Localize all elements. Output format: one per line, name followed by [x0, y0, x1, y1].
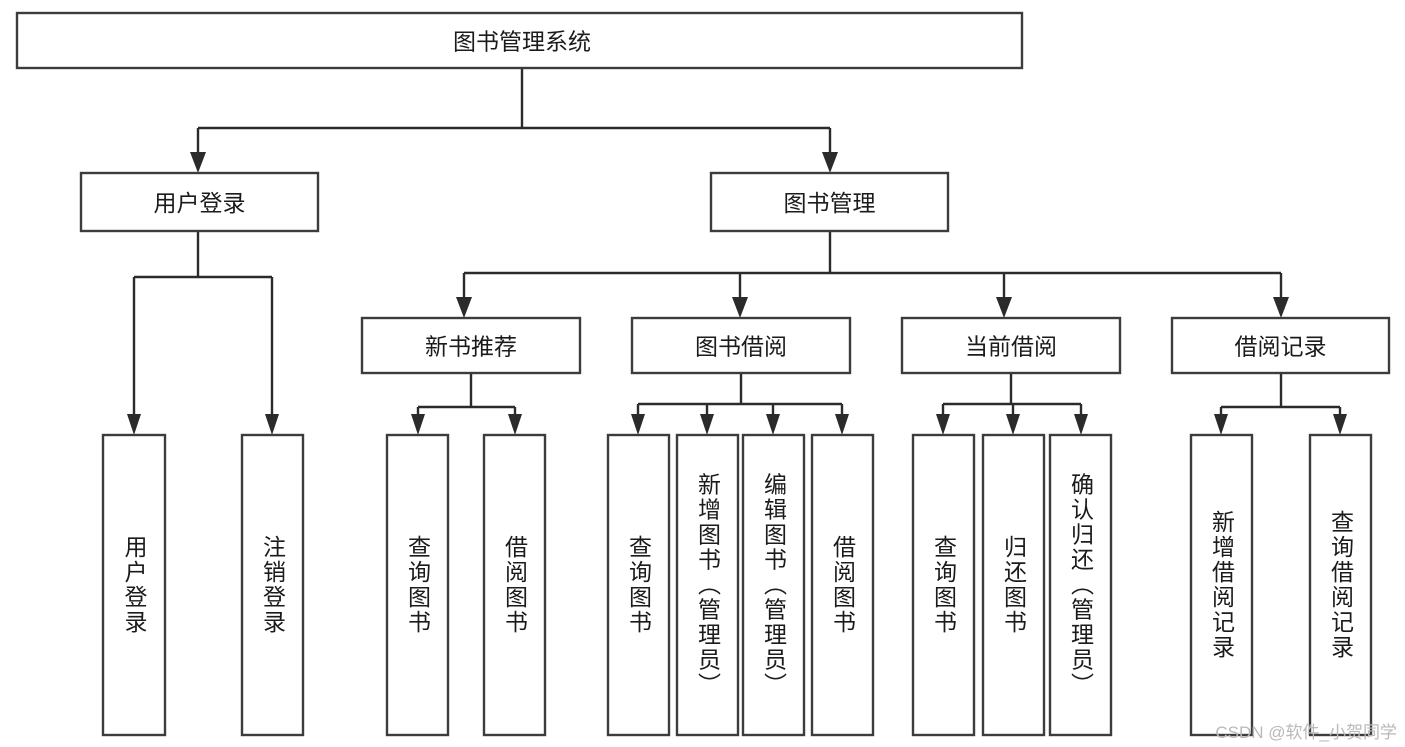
node-borrow-records-label: 借阅记录 [1235, 334, 1327, 360]
arrow-head-newbook-leaf-1 [411, 414, 425, 435]
leaf-box-query-book-borrow[interactable] [606, 433, 671, 737]
node-root-label: 图书管理系统 [453, 29, 591, 55]
leaf-box-add-borrow-record[interactable] [1189, 433, 1254, 737]
node-user-login[interactable]: 用户登录 [79, 171, 320, 233]
node-borrow-records-box[interactable] [1170, 316, 1391, 375]
connector-group-user-login [127, 231, 279, 435]
node-current-borrow-label: 当前借阅 [965, 334, 1057, 360]
connector-group-book-mgmt [456, 231, 1289, 318]
arrow-head-borrow-leaf-1 [631, 414, 645, 435]
arrow-head-current-leaf-2 [1006, 414, 1020, 435]
arrow-head-bookmgmt-to-records [1273, 297, 1289, 318]
arrow-head-records-leaf-2 [1333, 414, 1347, 435]
leaf-node-edit-book-admin[interactable]: 编辑图书（管理员） [741, 433, 806, 737]
leaf-label-borrow-book-borrow: 借阅图书 [830, 535, 857, 635]
arrow-head-root-to-user-login [190, 152, 206, 173]
leaf-node-query-book-current[interactable]: 查询图书 [911, 433, 976, 737]
arrow-head-bookmgmt-to-current [996, 297, 1012, 318]
leaf-label-add-book-admin: 新增图书（管理员） [695, 473, 722, 698]
leaf-box-user-login[interactable] [101, 433, 167, 737]
arrow-head-current-leaf-3 [1074, 414, 1088, 435]
leaf-node-return-book[interactable]: 归还图书 [981, 433, 1046, 737]
node-user-login-label: 用户登录 [154, 190, 246, 216]
leaf-label-query-borrow-record: 查询借阅记录 [1328, 510, 1355, 660]
leaf-box-borrow-book-newbook[interactable] [482, 433, 547, 737]
arrow-head-bookmgmt-to-newbook [456, 297, 472, 318]
leaf-node-borrow-book-newbook[interactable]: 借阅图书 [482, 433, 547, 737]
leaf-node-query-book-newbook[interactable]: 查询图书 [385, 433, 450, 737]
node-current-borrow[interactable]: 当前借阅 [900, 316, 1122, 375]
leaf-box-query-book-current[interactable] [911, 433, 976, 737]
leaf-box-query-book-newbook[interactable] [385, 433, 450, 737]
arrow-head-bookmgmt-to-borrow [732, 297, 748, 318]
leaf-node-add-borrow-record[interactable]: 新增借阅记录 [1189, 433, 1254, 737]
node-book-management-box[interactable] [709, 171, 950, 233]
node-book-borrow[interactable]: 图书借阅 [630, 316, 852, 375]
leaf-label-user-login: 用户登录 [121, 535, 148, 635]
node-book-management-label: 图书管理 [784, 190, 876, 216]
arrow-head-userlogin-leaf-2 [265, 414, 279, 435]
leaf-label-edit-book-admin: 编辑图书（管理员） [761, 473, 788, 698]
leaf-box-query-borrow-record[interactable] [1308, 433, 1373, 737]
node-user-login-box[interactable] [79, 171, 320, 233]
leaf-box-add-book-admin[interactable] [675, 433, 740, 737]
leaf-node-add-book-admin[interactable]: 新增图书（管理员） [675, 433, 740, 737]
node-book-borrow-box[interactable] [630, 316, 852, 375]
arrow-head-borrow-leaf-3 [766, 414, 780, 435]
node-root[interactable]: 图书管理系统 [15, 11, 1024, 70]
connector-group-newbook [411, 373, 522, 435]
leaf-box-edit-book-admin[interactable] [741, 433, 806, 737]
leaf-node-borrow-book-borrow[interactable]: 借阅图书 [810, 433, 875, 737]
connector-group-root [190, 68, 838, 173]
node-root-box[interactable] [15, 11, 1024, 70]
node-current-borrow-box[interactable] [900, 316, 1122, 375]
leaf-label-return-book: 归还图书 [1001, 535, 1028, 635]
arrow-head-current-leaf-1 [936, 414, 950, 435]
node-new-book-recommend-box[interactable] [360, 316, 582, 375]
leaf-box-return-book[interactable] [981, 433, 1046, 737]
leaf-node-user-login[interactable]: 用户登录 [101, 433, 167, 737]
leaf-label-query-book-current: 查询图书 [931, 535, 958, 635]
arrow-head-root-to-book-mgmt [822, 152, 838, 173]
connector-group-borrow [631, 373, 849, 435]
leaf-label-confirm-return-admin: 确认归还（管理员） [1068, 473, 1095, 698]
leaf-label-borrow-book-newbook: 借阅图书 [502, 535, 529, 635]
leaf-node-query-book-borrow[interactable]: 查询图书 [606, 433, 671, 737]
arrow-head-borrow-leaf-2 [700, 414, 714, 435]
node-book-borrow-label: 图书借阅 [695, 334, 787, 360]
leaf-box-confirm-return-admin[interactable] [1048, 433, 1113, 737]
leaf-node-confirm-return-admin[interactable]: 确认归还（管理员） [1048, 433, 1113, 737]
leaf-node-logout[interactable]: 注销登录 [240, 433, 305, 737]
connector-group-records [1214, 373, 1347, 435]
leaf-label-query-book-newbook: 查询图书 [405, 535, 432, 635]
node-new-book-recommend[interactable]: 新书推荐 [360, 316, 582, 375]
leaf-box-borrow-book-borrow[interactable] [810, 433, 875, 737]
arrow-head-newbook-leaf-2 [508, 414, 522, 435]
node-new-book-recommend-label: 新书推荐 [425, 334, 517, 360]
leaf-label-logout: 注销登录 [260, 535, 287, 635]
arrow-head-userlogin-leaf-1 [127, 414, 141, 435]
node-borrow-records[interactable]: 借阅记录 [1170, 316, 1391, 375]
leaf-label-add-borrow-record: 新增借阅记录 [1209, 510, 1236, 660]
csdn-watermark: CSDN @软件_小贺同学 [1215, 723, 1397, 742]
node-book-management[interactable]: 图书管理 [709, 171, 950, 233]
leaf-label-query-book-borrow: 查询图书 [626, 535, 653, 635]
connector-group-current [936, 373, 1088, 435]
leaf-node-query-borrow-record[interactable]: 查询借阅记录 [1308, 433, 1373, 737]
arrow-head-borrow-leaf-4 [835, 414, 849, 435]
arrow-head-records-leaf-1 [1214, 414, 1228, 435]
leaf-box-logout[interactable] [240, 433, 305, 737]
